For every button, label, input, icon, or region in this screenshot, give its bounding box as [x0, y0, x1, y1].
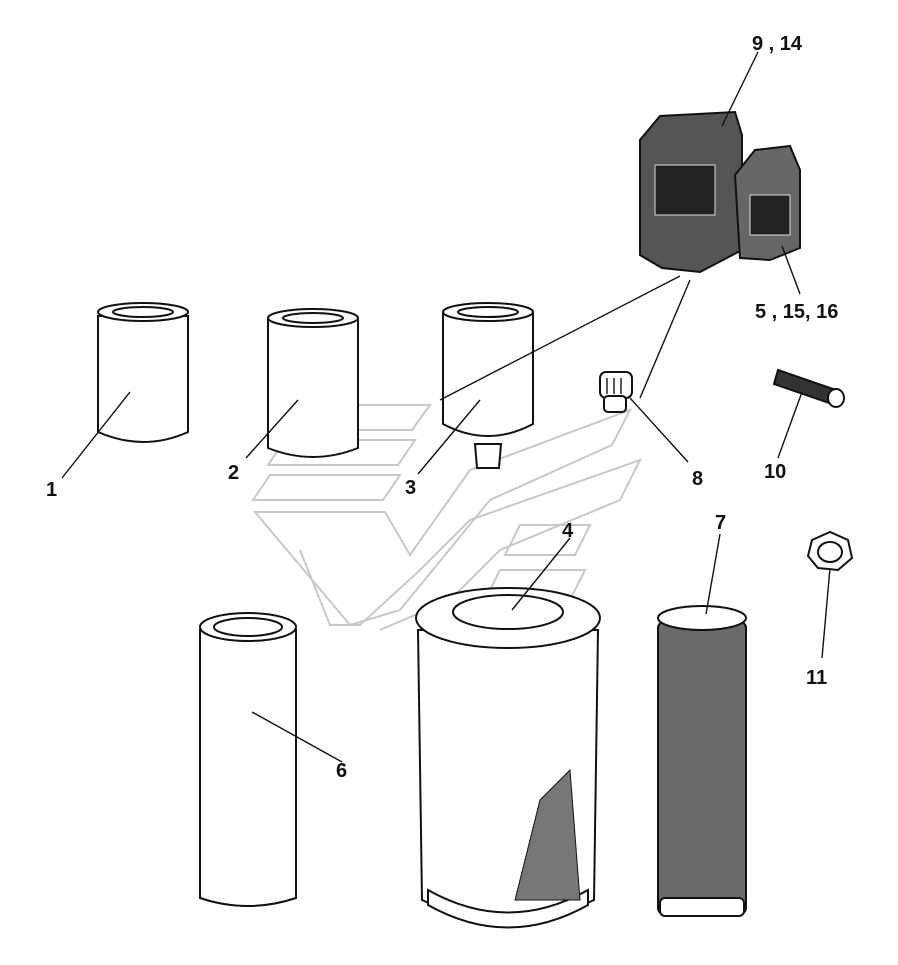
nut-icon — [806, 530, 854, 572]
air-filter-icon — [415, 587, 601, 929]
bolt-icon — [772, 368, 845, 408]
callout-5-15-16: 5 , 15, 16 — [755, 301, 838, 323]
callout-7: 7 — [715, 512, 726, 534]
callout-2: 2 — [228, 462, 239, 484]
callout-1: 1 — [46, 479, 57, 501]
callout-3: 3 — [405, 477, 416, 499]
fuel-filter-icon — [267, 308, 359, 458]
canister-icon — [639, 110, 801, 274]
watermark-logo — [251, 404, 643, 631]
callout-6: 6 — [336, 760, 347, 782]
callout-4: 4 — [562, 520, 574, 542]
separator-filter-icon — [442, 302, 534, 469]
callout-10: 10 — [764, 461, 786, 483]
oil-filter-icon — [97, 302, 189, 443]
callout-9-14: 9 , 14 — [752, 33, 803, 55]
hydraulic-filter-icon — [199, 612, 297, 907]
leader-lines — [61, 51, 831, 763]
breather-icon — [599, 371, 633, 413]
safety-filter-icon — [657, 605, 747, 917]
callout-11: 11 — [806, 667, 827, 689]
callout-8: 8 — [692, 468, 703, 490]
